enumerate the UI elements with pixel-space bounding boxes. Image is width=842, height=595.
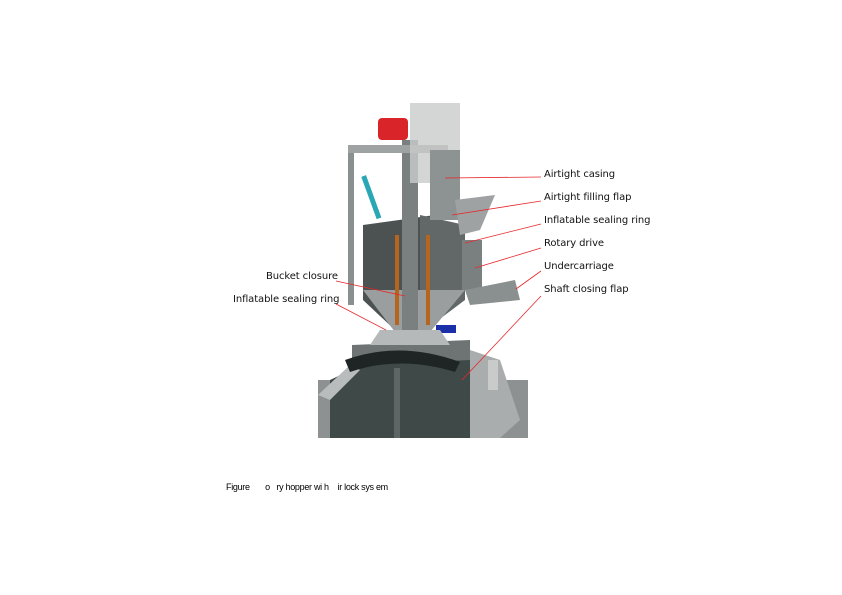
- label-shaft-closing-flap: Shaft closing flap: [544, 284, 629, 295]
- leader-lines: [335, 176, 542, 381]
- label-inflatable-sealing-ring: Inflatable sealing ring: [544, 215, 651, 226]
- hopper-body: [348, 103, 520, 345]
- label-inflatable-sealing-ring-left: Inflatable sealing ring: [233, 294, 340, 305]
- furnace-top: [318, 340, 528, 438]
- label-bucket-closure: Bucket closure: [266, 271, 338, 282]
- label-airtight-casing: Airtight casing: [544, 169, 616, 180]
- label-rotary-drive: Rotary drive: [544, 238, 604, 249]
- label-airtight-filling-flap: Airtight filling flap: [544, 192, 632, 203]
- label-undercarriage: Undercarriage: [544, 261, 614, 272]
- figure-caption: Figure o ry hopper wi h ir lock sys em: [226, 482, 388, 492]
